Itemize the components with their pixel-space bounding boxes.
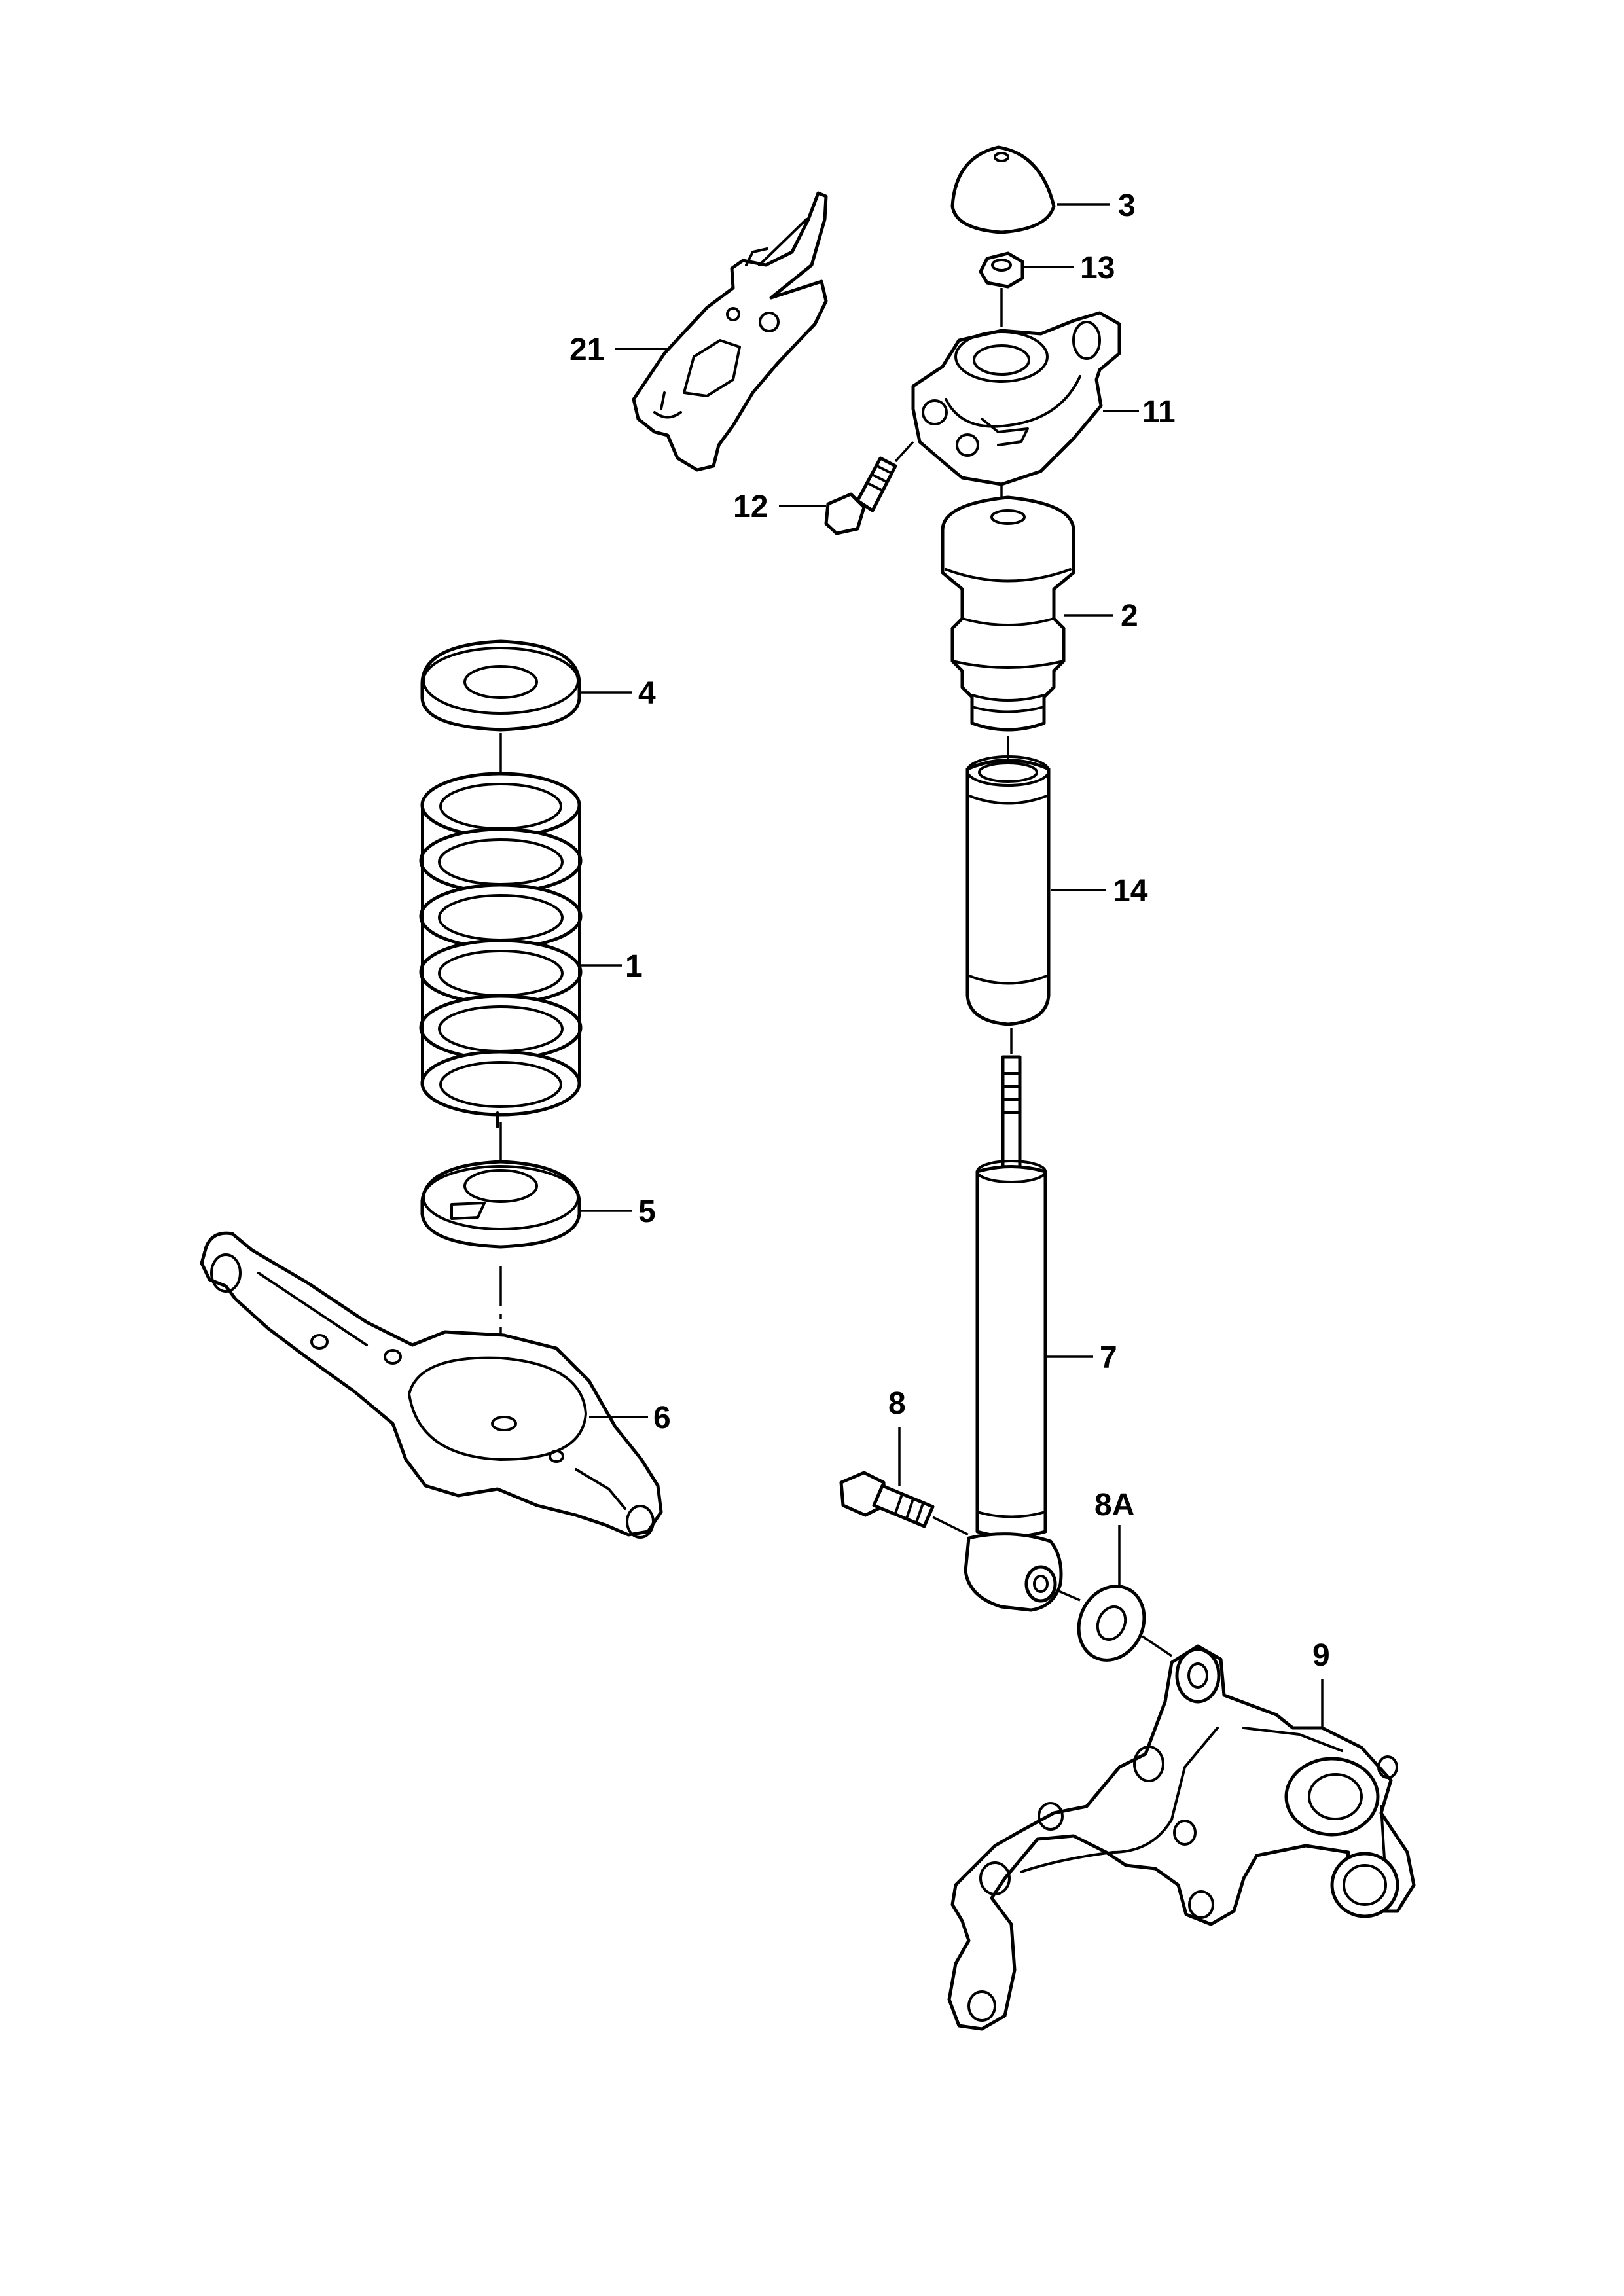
part-7-shock-absorber: [964, 1055, 1063, 1612]
callout-8a: 8A: [1094, 1488, 1134, 1522]
part-2-bump-stop: [941, 495, 1075, 732]
axis-8A-9: [1142, 1635, 1172, 1657]
callout-7: 7: [1100, 1340, 1117, 1375]
part-12-bolt: [824, 456, 897, 535]
callout-12: 12: [733, 490, 768, 524]
axis-7-8A: [1056, 1589, 1081, 1602]
callout-5: 5: [638, 1194, 656, 1229]
part-14-protective-sleeve: [965, 755, 1051, 1026]
callout-2: 2: [1121, 599, 1138, 634]
callout-1: 1: [625, 949, 643, 984]
part-3-dust-cap: [950, 145, 1056, 234]
callout-11: 11: [1142, 395, 1176, 429]
part-1-coil-spring: [419, 772, 583, 1128]
part-8a-washer: [1077, 1585, 1146, 1662]
axis-8-7: [932, 1516, 969, 1536]
callout-13: 13: [1080, 251, 1115, 285]
part-8-bolt: [839, 1471, 935, 1528]
part-21-bracket: [632, 191, 828, 472]
part-4-upper-spring-seat: [420, 639, 581, 732]
part-6-lower-control-arm: [200, 1231, 663, 1539]
callout-8: 8: [888, 1386, 906, 1421]
part-5-lower-spring-seat: [420, 1160, 581, 1249]
part-11-strut-mount: [911, 311, 1121, 486]
part-13-nut: [979, 251, 1024, 289]
axis-12-11: [894, 440, 914, 463]
callout-4: 4: [638, 676, 656, 711]
callout-3: 3: [1118, 188, 1136, 223]
callout-14: 14: [1113, 874, 1148, 908]
callout-9: 9: [1312, 1638, 1330, 1673]
callout-21: 21: [569, 332, 604, 367]
part-9-wheel-bearing-housing: [947, 1644, 1416, 2031]
callout-6: 6: [653, 1401, 671, 1435]
